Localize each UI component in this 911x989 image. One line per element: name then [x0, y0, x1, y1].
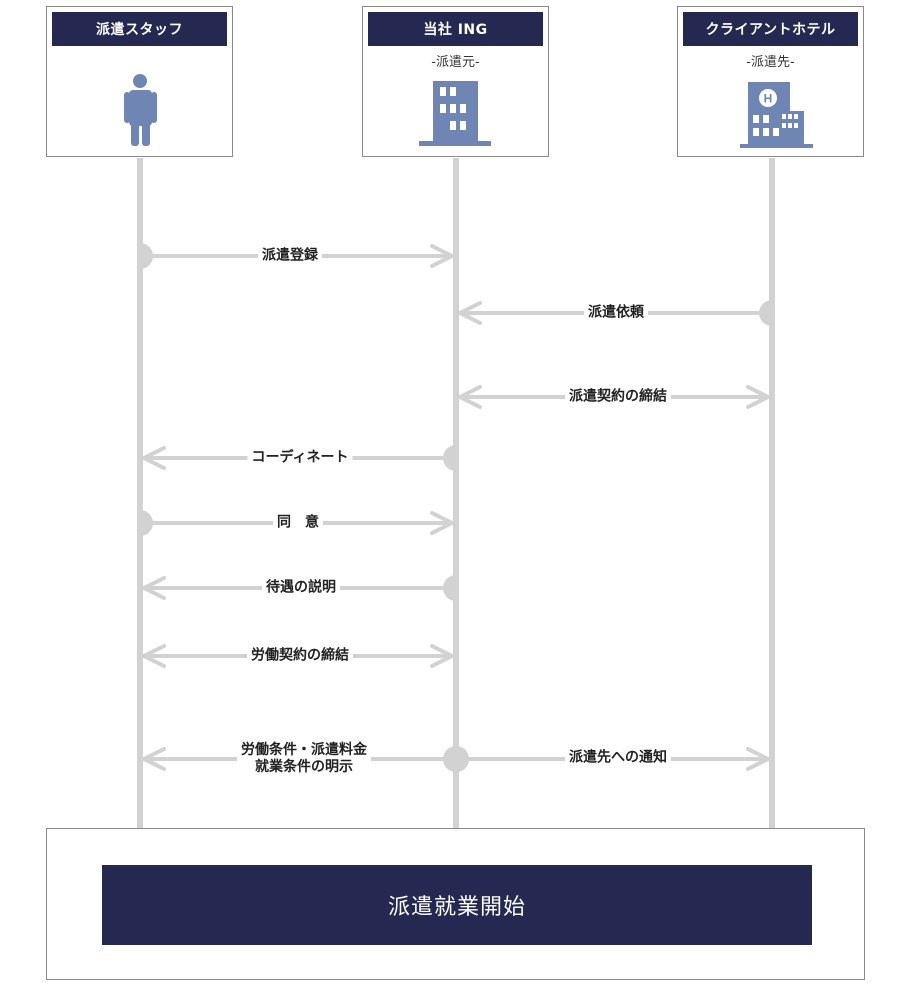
actor-staff: 派遣スタッフ	[46, 6, 233, 157]
arrow-head-5	[142, 576, 166, 600]
lifelines	[137, 158, 775, 828]
arrow-head-back-6	[142, 644, 166, 668]
message-label-registration: 派遣登録	[258, 247, 322, 265]
message-label-explanation: 待遇の説明	[262, 579, 340, 597]
message-label-conditions-line2: 就業条件の明示	[255, 759, 353, 775]
message-label-conditions: 労働条件・派遣料金 就業条件の明示	[237, 742, 371, 776]
svg-text:H: H	[764, 92, 773, 106]
arrow-origin-dot-4	[140, 510, 153, 536]
message-label-notice: 派遣先への通知	[565, 749, 671, 767]
person-icon	[124, 74, 157, 146]
arrow-head-7	[142, 747, 166, 771]
arrow-head-8	[746, 747, 770, 771]
message-label-coordinate: コーディネート	[247, 449, 353, 467]
actor-staff-title: 派遣スタッフ	[52, 12, 227, 46]
arrow-head-1	[458, 301, 482, 325]
arrow-head-4	[430, 511, 454, 535]
arrow-origin-dot-8	[456, 746, 469, 772]
arrow-origin-dot-3	[443, 445, 456, 471]
arrow-head-0	[430, 244, 454, 268]
message-label-consent: 同 意	[273, 514, 323, 532]
arrow-origin-dot-5	[443, 575, 456, 601]
start-banner: 派遣就業開始	[102, 865, 812, 945]
arrow-head-back-2	[458, 385, 482, 409]
message-label-conditions-line1: 労働条件・派遣料金	[241, 742, 367, 758]
start-section: 派遣就業開始	[46, 828, 865, 980]
arrow-head-2	[746, 385, 770, 409]
office-building-icon	[419, 81, 491, 146]
actor-company-title: 当社 ING	[368, 12, 543, 46]
message-label-labor-contract: 労働契約の締結	[247, 647, 353, 665]
hotel-building-icon: H	[740, 82, 813, 148]
actor-client-hotel: クライアントホテル -派遣先- H	[677, 6, 864, 157]
arrow-origin-dot-1	[759, 300, 772, 326]
arrow-head-6	[430, 644, 454, 668]
arrow-origin-dot-0	[140, 243, 153, 269]
message-label-dispatch-contract: 派遣契約の締結	[565, 388, 671, 406]
actor-company-sub: -派遣元-	[431, 55, 480, 70]
actor-company: 当社 ING -派遣元-	[362, 6, 549, 157]
arrow-head-3	[142, 446, 166, 470]
actor-client-sub: -派遣先-	[746, 55, 795, 70]
actor-client-title: クライアントホテル	[683, 12, 858, 46]
message-label-request: 派遣依頼	[584, 304, 648, 322]
